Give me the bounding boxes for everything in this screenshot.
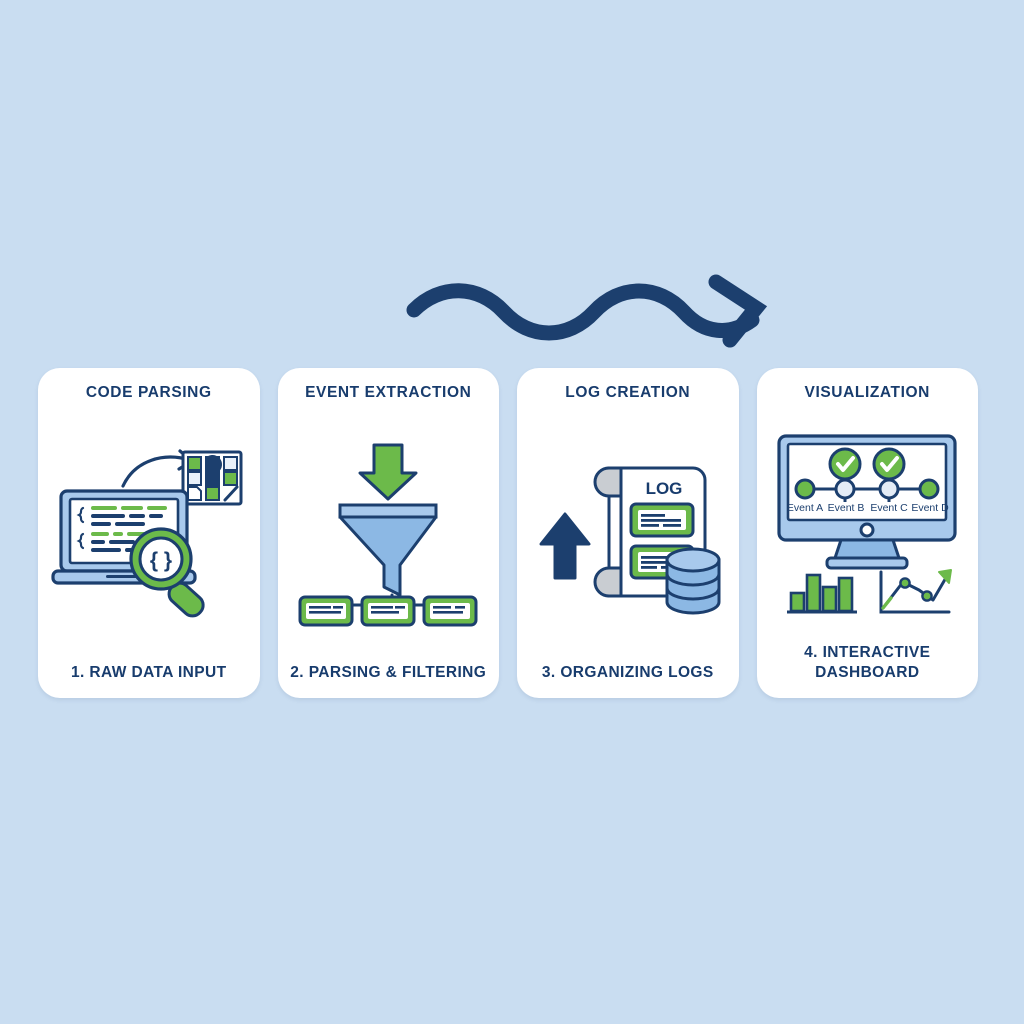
timeline-label-a: Event A [787, 502, 823, 514]
card-title: LOG CREATION [565, 384, 691, 401]
step-card-log-creation[interactable]: LOG CREATION LOG [517, 368, 739, 698]
timeline-icon [794, 469, 940, 502]
funnel-filter-icon [298, 443, 478, 627]
timeline-node-c [878, 478, 900, 500]
wave-path [406, 283, 760, 341]
timeline-label-c: Event C [871, 502, 909, 514]
laptop-code-magnifier-icon: { } [51, 449, 243, 618]
card-artwork-event-extraction [286, 402, 492, 663]
code-lines-icon [76, 506, 167, 553]
wavy-progress-arrow [400, 262, 800, 362]
card-artwork-log-creation: LOG [525, 402, 731, 663]
funnel-icon [338, 503, 438, 597]
arrowhead [708, 274, 768, 348]
down-arrow-icon [358, 443, 418, 501]
log-scroll-database-icon: LOG [539, 466, 721, 615]
monitor-timeline-charts-icon: Event A Event B Event C Event D [777, 433, 957, 614]
magnifier-glyph: { } [150, 549, 172, 572]
timeline-label-d: Event D [912, 502, 950, 514]
timeline-labels: Event A Event B Event C Event D [787, 502, 949, 514]
tile-grid-icon [181, 450, 243, 506]
check-badge-icon [828, 447, 906, 481]
card-artwork-visualization: Event A Event B Event C Event D [765, 402, 971, 643]
magnifier-code-icon: { } [129, 527, 205, 618]
card-title: CODE PARSING [85, 384, 212, 401]
step-card-code-parsing[interactable]: CODE PARSING [38, 368, 260, 698]
process-steps-row: CODE PARSING [38, 368, 978, 698]
wavy-arrow-svg [406, 274, 768, 348]
line-chart-icon [879, 568, 953, 614]
step-card-event-extraction[interactable]: EVENT EXTRACTION [277, 368, 499, 698]
scroll-label: LOG [645, 479, 682, 498]
timeline-node-b [834, 478, 856, 500]
card-artwork-code-parsing: { } [46, 402, 252, 663]
card-caption: 2. PARSING & FILTERING [290, 663, 487, 681]
curved-arrow-icon [121, 455, 191, 488]
card-caption: 3. ORGANIZING LOGS [541, 663, 714, 681]
card-title: EVENT EXTRACTION [305, 384, 472, 401]
timeline-node-a [794, 478, 816, 500]
up-arrow-icon [539, 512, 591, 580]
card-title: VISUALIZATION [804, 384, 930, 401]
log-entry-icon [629, 502, 695, 580]
timeline-label-b: Event B [828, 502, 865, 514]
bar-chart-icon [787, 573, 858, 614]
timeline-node-d [918, 478, 940, 500]
step-card-visualization[interactable]: VISUALIZATION [756, 368, 978, 698]
card-caption: 1. RAW DATA INPUT [71, 663, 227, 681]
event-card-icon [298, 595, 478, 627]
card-caption: 4. INTERACTIVE DASHBOARD [804, 644, 931, 681]
database-icon [665, 547, 721, 615]
